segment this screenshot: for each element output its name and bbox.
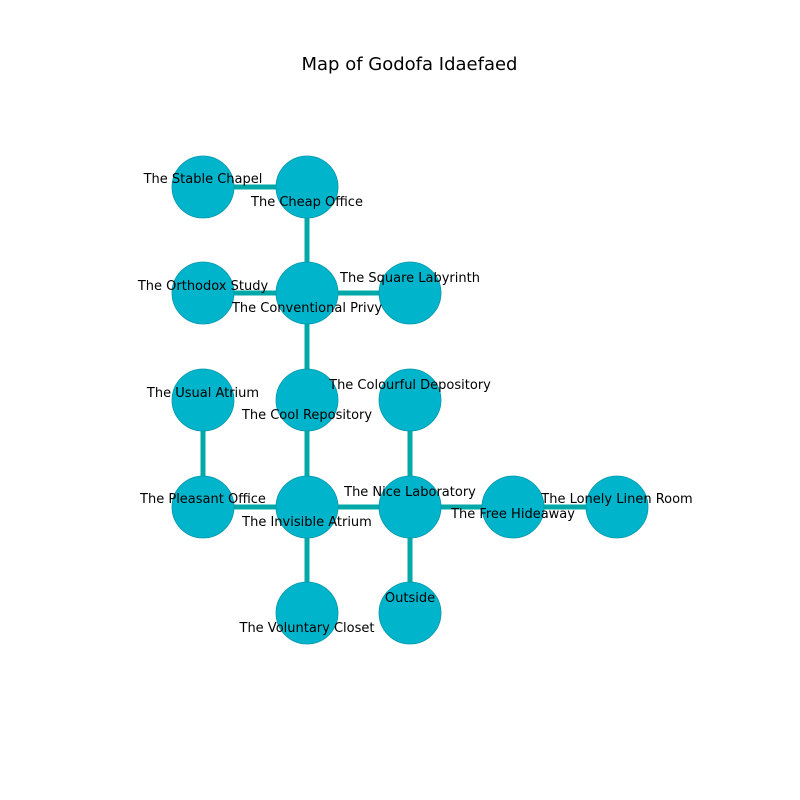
room-label-cheap-office: The Cheap Office (250, 195, 363, 210)
room-node-colourful-depository (378, 368, 442, 432)
map-title: Map of Godofa Idaefaed (301, 54, 518, 75)
room-label-usual-atrium: The Usual Atrium (146, 386, 259, 401)
room-label-stable-chapel: The Stable Chapel (143, 172, 263, 187)
room-label-colourful-depository: The Colourful Depository (328, 378, 491, 393)
room-node-conventional-privy (275, 261, 339, 325)
room-node-nice-laboratory (378, 475, 442, 539)
room-label-invisible-atrium: The Invisible Atrium (241, 515, 372, 530)
room-label-outside: Outside (385, 591, 435, 606)
room-label-conventional-privy: The Conventional Privy (231, 301, 382, 316)
room-node-lonely-linen-room (585, 475, 649, 539)
room-label-lonely-linen-room: The Lonely Linen Room (540, 492, 692, 507)
room-label-pleasant-office: The Pleasant Office (139, 492, 266, 507)
rooms-layer (171, 155, 649, 645)
room-label-nice-laboratory: The Nice Laboratory (343, 485, 476, 500)
room-node-free-hideaway (481, 475, 545, 539)
room-node-square-labyrinth (378, 261, 442, 325)
room-label-free-hideaway: The Free Hideaway (450, 507, 575, 522)
room-node-pleasant-office (171, 475, 235, 539)
room-label-voluntary-closet: The Voluntary Closet (239, 621, 375, 636)
room-label-orthodox-study: The Orthodox Study (137, 279, 269, 294)
room-label-square-labyrinth: The Square Labyrinth (339, 271, 480, 286)
room-label-cool-repository: The Cool Repository (241, 408, 372, 423)
room-node-voluntary-closet (275, 581, 339, 645)
room-node-cheap-office (275, 155, 339, 219)
room-node-orthodox-study (171, 261, 235, 325)
room-node-usual-atrium (171, 368, 235, 432)
room-node-invisible-atrium (275, 475, 339, 539)
room-node-stable-chapel (171, 155, 235, 219)
room-node-cool-repository (275, 368, 339, 432)
room-node-outside (378, 581, 442, 645)
